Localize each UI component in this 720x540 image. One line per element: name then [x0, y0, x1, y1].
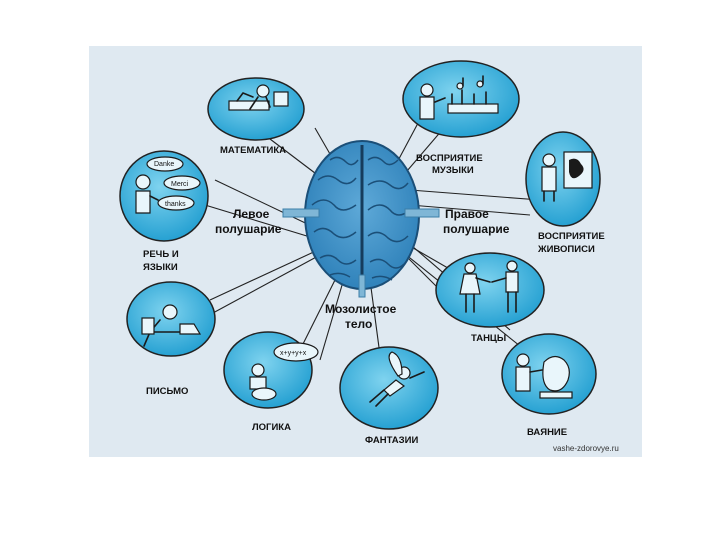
- watermark: vashe-zdorovye.ru: [553, 444, 619, 453]
- bubble-word-merci: Merci: [171, 181, 189, 188]
- corpus-callosum-pointer: [359, 275, 365, 297]
- label-writing: ПИСЬМО: [146, 386, 188, 397]
- label-music-line1: ВОСПРИЯТИЕ: [416, 153, 483, 164]
- label-painting-line2: ЖИВОПИСИ: [537, 244, 595, 255]
- corpus-callosum-label-line2: тело: [345, 317, 372, 331]
- left-hemisphere-label-line1: Левое: [233, 207, 270, 221]
- logic-formula: x+y+y+x: [280, 350, 307, 357]
- label-music-line2: МУЗЫКИ: [432, 165, 474, 176]
- label-logic: ЛОГИКА: [252, 422, 291, 433]
- right-hemisphere-label-line2: полушарие: [443, 222, 510, 236]
- bubble-fantasy: [340, 347, 438, 429]
- label-sculpture: ВАЯНИЕ: [527, 427, 567, 438]
- corpus-callosum-label-line1: Мозолистое: [325, 302, 397, 316]
- bubble-math: [208, 78, 304, 140]
- label-dance: ТАНЦЫ: [471, 333, 506, 344]
- label-math: МАТЕМАТИКА: [220, 145, 286, 156]
- bubble-painting: [526, 132, 600, 226]
- bubble-music: [403, 61, 519, 137]
- bubble-sculpture: [502, 334, 596, 414]
- left-hemisphere-pointer: [283, 209, 319, 217]
- bubble-writing: [127, 282, 215, 356]
- label-painting-line1: ВОСПРИЯТИЕ: [538, 231, 605, 242]
- bubble-speech: Danke Merci thanks: [120, 151, 208, 241]
- label-speech-line2: ЯЗЫКИ: [143, 262, 178, 273]
- bubble-dance: [436, 253, 544, 327]
- label-fantasy: ФАНТАЗИИ: [365, 435, 418, 446]
- right-hemisphere-pointer: [405, 209, 439, 217]
- label-speech-line1: РЕЧЬ И: [143, 249, 179, 260]
- right-hemisphere-label-line1: Правое: [445, 207, 489, 221]
- bubble-word-danke: Danke: [154, 161, 174, 168]
- left-hemisphere-label-line2: полушарие: [215, 222, 282, 236]
- bubble-word-thanks: thanks: [165, 201, 186, 208]
